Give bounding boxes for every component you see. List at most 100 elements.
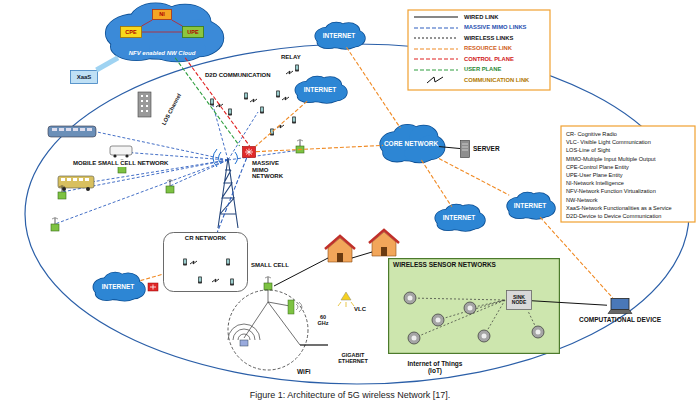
legend-sample (414, 69, 458, 70)
small-cell-area (288, 300, 294, 314)
legend-row: USER PLANE (413, 66, 501, 74)
legend-sample (413, 55, 459, 63)
entity-box: NI (152, 9, 172, 20)
abbreviation-text: NW-Network (565, 197, 599, 203)
node-label: INTERNET (514, 202, 547, 209)
vehicles (86, 187, 90, 191)
connector (142, 32, 182, 33)
sensor-panel-outline (464, 302, 476, 314)
sensor-panel-outline (404, 292, 416, 304)
abbreviation-text: D2D-Device to Device Communication (565, 213, 662, 219)
network-cloud: NFV enabled NW CloudNICPEUPE (98, 2, 226, 64)
d2d-devices (295, 65, 299, 72)
cell-tower (213, 149, 238, 167)
network-cloud: INTERNET (90, 272, 146, 302)
node-content: CPE (120, 26, 142, 38)
connector (532, 301, 607, 305)
sensor-panel-outline (536, 330, 541, 335)
building (138, 92, 151, 117)
node-label: CPE (125, 29, 136, 35)
sensor-panel-outline (478, 330, 490, 342)
node-label: INTERNET (304, 86, 337, 93)
legend-sample (414, 58, 458, 59)
abbreviation-text: VLC- Visible Light Communication (565, 139, 652, 145)
small-cell-area (228, 290, 308, 370)
vehicles (62, 187, 66, 191)
node-label: WIRELESS SENSOR NETWORKS (393, 261, 496, 268)
vehicles (110, 146, 132, 155)
part-label: 60 GHz (314, 314, 332, 326)
node-content: CR NETWORK (163, 232, 248, 292)
sensor-panel-outline (468, 306, 473, 311)
part-label: GIGABIT ETHERNET (330, 352, 376, 364)
node-content: SERVER (460, 140, 508, 158)
server-node-outline (461, 141, 470, 158)
houses (328, 238, 352, 262)
node-content: INTERNET (504, 192, 556, 220)
connector (96, 58, 118, 70)
node-content: SINK NODE (506, 290, 532, 310)
node-label: NI (159, 11, 165, 17)
d2d-devices (210, 99, 214, 106)
legend-text: CONTROL PLANE (464, 56, 514, 62)
node-heading: Internet of Things (IoT) (400, 360, 470, 374)
vehicles (61, 178, 91, 181)
node-label: XaaS (77, 74, 92, 81)
houses (325, 236, 355, 249)
computer-node-outline (607, 298, 633, 314)
legend-row: RESOURCE LINK (413, 45, 512, 53)
d2d-devices (228, 109, 232, 116)
vehicles (113, 154, 116, 157)
connector (439, 159, 509, 196)
houses (369, 230, 399, 243)
sensor-panel-outline (388, 258, 560, 354)
network-cloud: CORE NETWORK (376, 124, 446, 164)
legend-sample (427, 77, 443, 83)
small-cell-stations (296, 140, 304, 154)
network-boundary (25, 44, 689, 384)
node-label: INTERNET (323, 32, 356, 39)
vehicles (125, 154, 128, 157)
cr-devices (190, 261, 197, 264)
network-cloud-outline (404, 145, 435, 163)
sensor-panel-outline (482, 334, 487, 339)
entity-box-outline (121, 27, 142, 38)
node-content: UPE (182, 26, 204, 38)
abbreviation-text: XaaS-Network Functionalities as a Servic… (565, 205, 673, 211)
legend-row: CONTROL PLANE (413, 55, 514, 63)
abbreviation-text: CR- Cognitive Radio (565, 131, 618, 137)
legend-sample (413, 13, 459, 21)
small-cell-stations (51, 140, 304, 291)
node-label: SERVER (473, 145, 500, 152)
part-label: D2D COMMUNICATION (204, 72, 272, 79)
abbreviation-text: NI-Network Intelligence (565, 180, 625, 186)
abbreviation-text: NFV-Network Function Virtualization (565, 188, 657, 194)
legend-sample (413, 76, 459, 84)
houses (381, 247, 387, 256)
small-cell-stations (264, 277, 272, 291)
node-content: NI (152, 9, 172, 20)
legend-sample (414, 16, 458, 17)
small-cell-stations (51, 218, 59, 232)
legend-sample (414, 27, 458, 28)
network-region-outline (164, 233, 248, 292)
entity-box: CPE (120, 26, 142, 38)
node-label: CR NETWORK (185, 235, 226, 242)
legend-row: MASSIVE MIMO LINKS (413, 24, 526, 32)
sensor-panel-outline (432, 314, 444, 326)
abbreviation-text: MIMO-Multiple Input Multiple Output (565, 156, 657, 162)
sensor-panel-outline (414, 300, 505, 338)
abbreviation-box (561, 126, 695, 222)
massive-mimo-links (55, 102, 300, 224)
network-cloud-outline (149, 34, 205, 61)
vehicles (48, 126, 132, 191)
node-label: INTERNET (443, 214, 476, 221)
cr-devices (183, 259, 187, 266)
sensor-panel-outline (532, 326, 544, 338)
computer-node: COMPUTATIONAL DEVICE (570, 298, 670, 332)
small-cell-area (341, 292, 351, 300)
network-cloud: INTERNET (432, 204, 486, 232)
sensor-panel-outline (408, 332, 420, 344)
